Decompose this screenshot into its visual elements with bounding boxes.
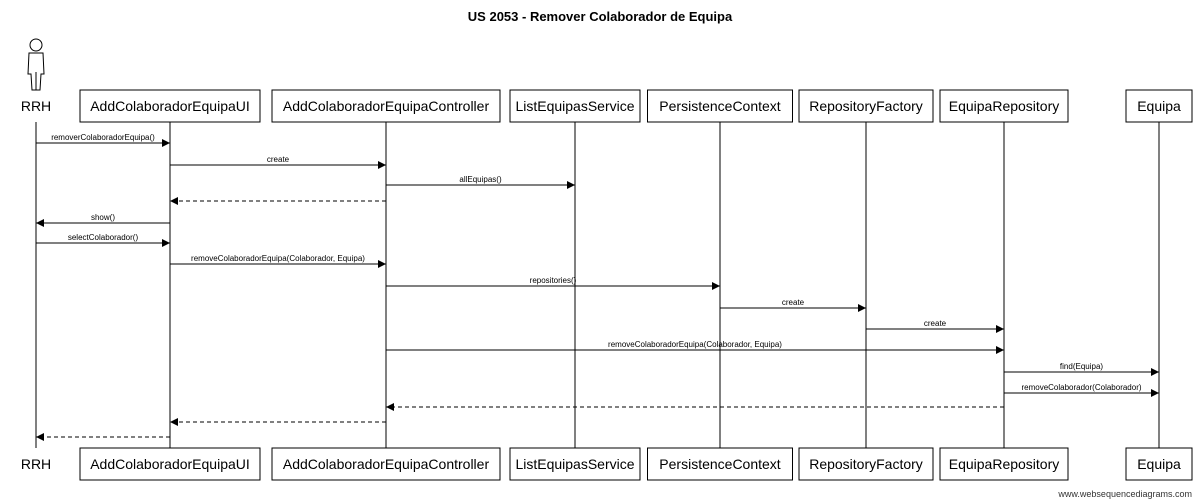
diagram-title: US 2053 - Remover Colaborador de Equipa: [468, 9, 733, 24]
message-label: allEquipas(): [459, 175, 502, 184]
participant-label-ui-top: AddColaboradorEquipaUI: [90, 98, 250, 114]
participant-label-ui-bottom: AddColaboradorEquipaUI: [90, 456, 250, 472]
message-2: create: [170, 155, 386, 169]
participant-label-pc-top: PersistenceContext: [659, 98, 781, 114]
message-label: removeColaboradorEquipa(Colaborador, Equ…: [191, 254, 365, 263]
participant-box-ui-top: [79, 89, 261, 123]
message-7: removeColaboradorEquipa(Colaborador, Equ…: [170, 254, 386, 268]
message-3: allEquipas(): [386, 175, 575, 189]
message-label: show(): [91, 213, 115, 222]
message-5: show(): [36, 213, 170, 227]
participant-label-rf-top: RepositoryFactory: [809, 98, 923, 114]
participant-box-eq-top: [1125, 89, 1193, 123]
participants-top: RRH AddColaboradorEquipaUI AddColaboradorE…: [21, 38, 1193, 123]
participant-box-ctrl-top: [271, 89, 501, 123]
participant-label-eq-top: Equipa: [1137, 98, 1181, 114]
message-12: find(Equipa): [1004, 362, 1159, 376]
participant-box-svc-top: [509, 89, 641, 123]
participant-label-repo-top: EquipaRepository: [949, 98, 1060, 114]
participant-label-svc-bottom: ListEquipasService: [515, 456, 634, 472]
message-8: repositories(): [386, 276, 720, 290]
participant-box-pc-top: [647, 89, 793, 123]
message-label: selectColaborador(): [68, 233, 139, 242]
message-label: create: [924, 319, 947, 328]
participant-label-rrh-bottom: RRH: [21, 456, 51, 472]
actor-icon: [27, 38, 45, 91]
participant-box-pc-bottom: [647, 447, 793, 481]
participant-label-rrh-top: RRH: [21, 98, 51, 114]
message-11: removeColaboradorEquipa(Colaborador, Equ…: [386, 340, 1004, 354]
participant-box-rf-bottom: [798, 447, 934, 481]
message-label: removeColaborador(Colaborador): [1021, 383, 1141, 392]
message-label: find(Equipa): [1060, 362, 1103, 371]
participant-box-ctrl-bottom: [271, 447, 501, 481]
participant-box-rf-top: [798, 89, 934, 123]
participant-label-ctrl-bottom: AddColaboradorEquipaController: [283, 456, 490, 472]
message-13: removeColaborador(Colaborador): [1004, 383, 1159, 397]
message-label: repositories(): [530, 276, 577, 285]
participant-label-rf-bottom: RepositoryFactory: [809, 456, 923, 472]
participant-label-ctrl-top: AddColaboradorEquipaController: [283, 98, 490, 114]
participant-label-repo-bottom: EquipaRepository: [949, 456, 1060, 472]
messages: removerColaboradorEquipa() create allEquip…: [36, 133, 1159, 441]
participant-label-eq-bottom: Equipa: [1137, 456, 1181, 472]
participants-bottom: RRH AddColaboradorEquipaUI AddColaboradorE…: [21, 447, 1193, 481]
participant-box-repo-top: [939, 89, 1069, 123]
participant-box-eq-bottom: [1125, 447, 1193, 481]
message-label: create: [267, 155, 290, 164]
message-label: removeColaboradorEquipa(Colaborador, Equ…: [608, 340, 782, 349]
message-1: removerColaboradorEquipa(): [36, 133, 170, 147]
participant-label-pc-bottom: PersistenceContext: [659, 456, 781, 472]
participant-label-svc-top: ListEquipasService: [515, 98, 634, 114]
message-6: selectColaborador(): [36, 233, 170, 247]
message-label: create: [782, 298, 805, 307]
participant-box-repo-bottom: [939, 447, 1069, 481]
message-9: create: [720, 298, 866, 312]
watermark: www.websequencediagrams.com: [1057, 489, 1192, 499]
message-10: create: [866, 319, 1004, 333]
lifelines: [35, 122, 1160, 448]
message-label: removerColaboradorEquipa(): [51, 133, 155, 142]
participant-box-ui-bottom: [79, 447, 261, 481]
participant-box-svc-bottom: [509, 447, 641, 481]
